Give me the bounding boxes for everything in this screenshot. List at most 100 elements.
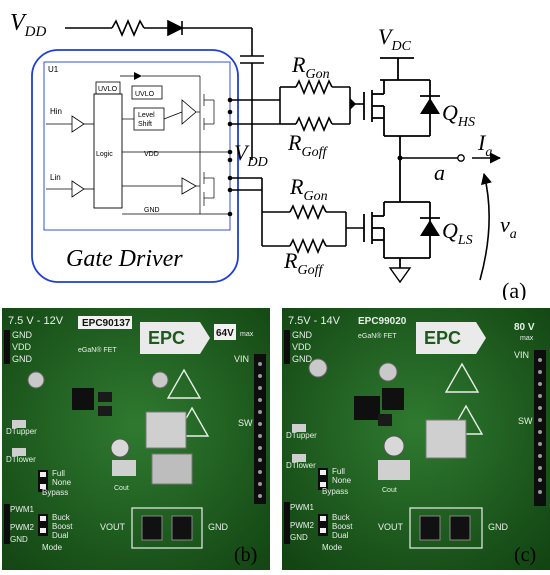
board-c-gnd3: GND — [290, 533, 308, 542]
board-b-gnd2: GND — [12, 354, 33, 364]
ic-inner-box — [43, 61, 231, 231]
board-b-testpoint-3 — [110, 438, 130, 458]
board-b-max-sub: max — [240, 331, 254, 338]
i-a-label: Ia — [477, 130, 492, 160]
board-c-cout: Cout — [382, 487, 397, 494]
lin-buffer — [71, 180, 85, 198]
board-b-max-badge — [214, 324, 236, 340]
board-b-vout-terminal-2 — [171, 515, 193, 541]
voltage-arc-arrow — [479, 172, 492, 281]
board-c-gnd1: GND — [292, 330, 313, 340]
board-b-dual: Dual — [52, 531, 69, 540]
uvlo-block-1 — [95, 81, 121, 95]
uvlo-label-1: UVLO — [98, 86, 118, 93]
board-c-part: EPC99020 — [358, 316, 407, 327]
board-c-vout-terminal-1 — [419, 515, 441, 541]
board-b-driver-ic — [72, 388, 94, 410]
gate-driver-label: Gate Driver — [66, 246, 183, 272]
board-b-pwm-header — [4, 504, 10, 544]
board-b-sw: SW — [238, 418, 253, 428]
bootstrap-path — [65, 18, 264, 160]
board-c-hv-warning — [444, 362, 480, 393]
board-c-vout-outline — [409, 507, 483, 549]
board-b-mode: Mode — [42, 543, 63, 552]
uvlo-block-2 — [131, 85, 163, 100]
logic-label: Logic — [96, 151, 113, 158]
board-c-power-header — [284, 330, 290, 364]
vdc-label: VDC — [378, 24, 412, 54]
r-goff-top-label: RGoff — [287, 130, 328, 160]
board-c-vdd: VDD — [292, 342, 312, 352]
board-c-pwm-header — [284, 502, 290, 544]
board-c-max-badge: 80 V — [514, 322, 535, 333]
vdd-pin-label: VDD — [144, 151, 159, 158]
board-c-driver-ic — [354, 396, 380, 420]
uvlo-label-2: UVLO — [135, 91, 155, 98]
output-node-a — [457, 154, 465, 162]
board-b-pwm2: PWM2 — [10, 523, 35, 532]
high-side-diode — [420, 98, 440, 114]
gate-drive-wiring-ls — [230, 177, 364, 255]
board-c-sw: SW — [518, 416, 533, 426]
gate-driver-schematic: VDD U1 Hin Lin Logic UVLO UVLO Level Shi… — [10, 10, 526, 300]
gate-drive-wiring-hs — [230, 78, 364, 133]
hin-buffer — [71, 115, 85, 133]
hin-label: Hin — [50, 107, 62, 116]
board-c-max-sub: max — [520, 335, 534, 342]
vdd-mid-label: VDD — [234, 140, 268, 170]
board-b-bypass: Bypass — [42, 488, 68, 497]
board-b-fet-2 — [98, 406, 112, 416]
board-c-full: Full — [332, 467, 345, 476]
board-c-epc-logo — [416, 322, 486, 354]
board-b-full: Full — [52, 469, 65, 478]
board-b-dt-lower: DTlower — [6, 455, 36, 464]
board-c-graphic: 7.5V - 14V EPC99020 EPC 80 V max eGaN® F… — [282, 308, 550, 570]
board-c-testpoint-1 — [308, 358, 328, 378]
board-c-header-pins — [538, 358, 542, 494]
board-c-pot-lower — [292, 454, 306, 462]
board-b-inductor — [145, 411, 187, 449]
ic-bootstrap-diode — [134, 72, 142, 80]
board-c-pwm1: PWM1 — [290, 503, 315, 512]
board-c-dt-lower: DTlower — [286, 461, 316, 470]
board-c-pwm2: PWM2 — [290, 521, 315, 530]
ic-internal-wiring — [122, 76, 230, 215]
gnd-pin-label: GND — [144, 207, 160, 214]
gate-driver-ic-outline — [31, 49, 239, 283]
panel-a-label: (a) — [502, 278, 526, 300]
board-c-voltage: 7.5V - 14V — [288, 315, 341, 327]
board-b-testpoint-2 — [151, 371, 169, 389]
board-b-vout-outline — [131, 507, 203, 549]
node-a-label: a — [434, 160, 445, 185]
board-b-voltage: 7.5 V - 12V — [8, 315, 64, 327]
board-c-boost: Boost — [332, 522, 353, 531]
r-goff-bot-label: RGoff — [283, 248, 324, 278]
ls-driver-amp — [181, 177, 197, 195]
board-c-testpoint-3 — [383, 435, 405, 457]
board-c-bypass: Bypass — [322, 487, 348, 496]
panel-b-label: (b) — [234, 544, 258, 566]
board-c-dt-upper: DTupper — [286, 431, 317, 440]
board-b-pot-lower — [12, 448, 26, 456]
v-a-label: va — [500, 212, 517, 242]
board-b-dt-upper: DTupper — [6, 427, 37, 436]
board-c-none: None — [332, 476, 352, 485]
board-c-vin: VIN — [514, 350, 529, 360]
board-b-gnd3: GND — [10, 535, 28, 544]
hs-driver-amp — [181, 99, 197, 125]
vdd-top-label: VDD — [10, 10, 47, 40]
q-ls-label: QLS — [442, 218, 473, 248]
board-b-fet-1 — [98, 392, 112, 402]
board-b-pot-upper — [12, 420, 26, 428]
high-side-fet — [363, 57, 431, 202]
q-hs-label: QHS — [442, 100, 475, 130]
board-b-hv-warning — [166, 368, 202, 399]
board-b-pwm1: PWM1 — [10, 505, 35, 514]
board-b-part: EPC90137 — [82, 318, 131, 329]
board-c-buck: Buck — [332, 513, 351, 522]
board-c-gnd2: GND — [292, 354, 313, 364]
board-b-gnd1: GND — [12, 330, 33, 340]
panel-c-label: (c) — [514, 544, 537, 566]
r-gon-bot-label: RGon — [289, 174, 328, 204]
low-side-diode — [420, 220, 440, 236]
